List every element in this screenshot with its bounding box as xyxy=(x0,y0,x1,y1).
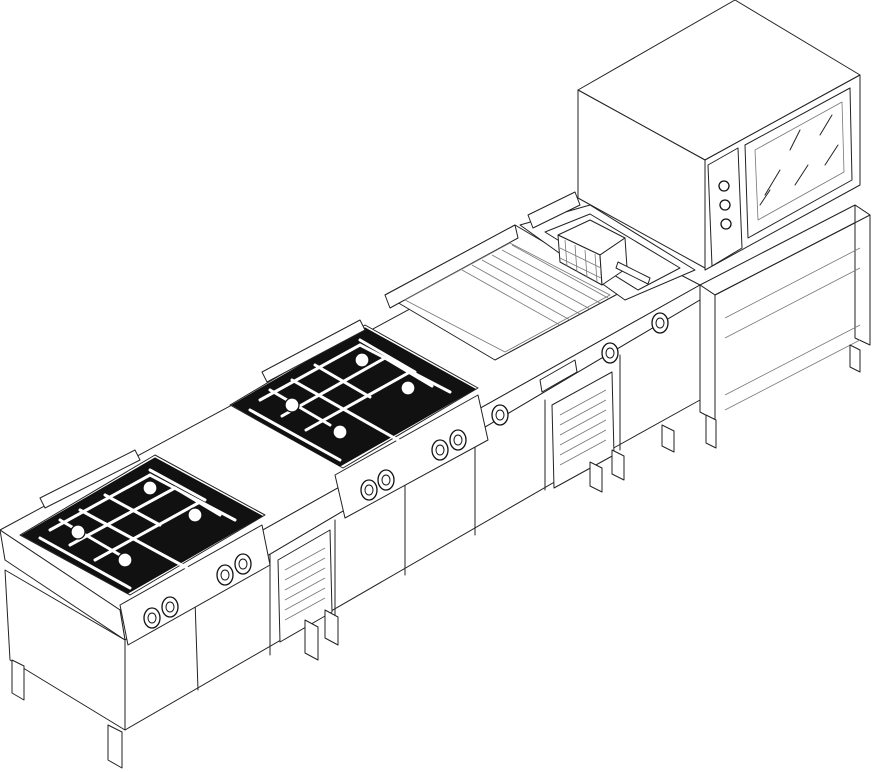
counter-legs xyxy=(11,424,675,769)
cooktop-left-grate xyxy=(20,457,264,594)
fryer-basket-handle[interactable] xyxy=(615,261,651,285)
cooktop-left-knobs xyxy=(143,553,252,629)
fryer xyxy=(519,191,696,334)
burner-left-4 xyxy=(117,552,133,568)
oven-knob-2[interactable] xyxy=(719,199,731,211)
griddle-ribs xyxy=(461,244,609,326)
convection-oven xyxy=(577,0,861,271)
burner-right-3 xyxy=(284,397,300,413)
griddle-handle[interactable] xyxy=(539,359,578,393)
burner-left-3 xyxy=(70,524,86,540)
burner-right-1 xyxy=(354,352,370,368)
oven-knob-3[interactable] xyxy=(720,218,732,230)
vent-grille-left xyxy=(277,529,333,643)
burner-right-2 xyxy=(400,380,416,396)
burner-left-1 xyxy=(142,480,158,496)
burner-left-2 xyxy=(187,507,203,523)
burner-right-4 xyxy=(332,424,348,440)
oven-stand xyxy=(699,204,871,449)
cooktop-right-knobs xyxy=(360,429,467,501)
oven-knob-1[interactable] xyxy=(718,180,730,192)
cooktop-left xyxy=(19,449,271,646)
fryer-basket xyxy=(557,219,651,286)
cooktop-right xyxy=(229,319,489,519)
